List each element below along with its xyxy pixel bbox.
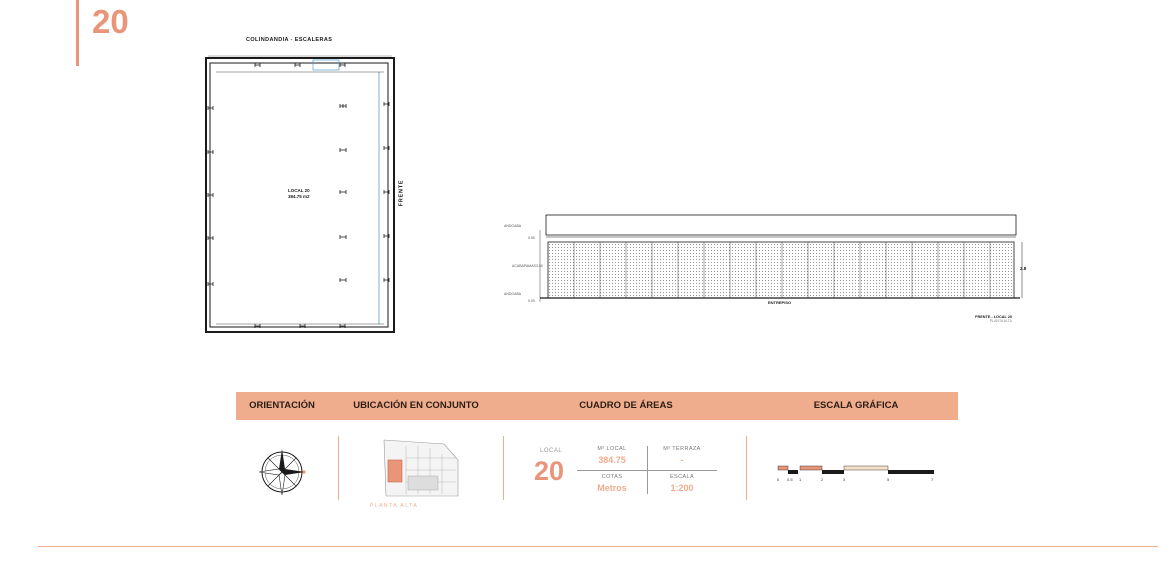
elevation-height-label: 2.8 <box>1020 266 1027 271</box>
elevation-label-5: ANDGABA <box>504 292 522 296</box>
elevation-label-2: 0.50 <box>528 236 535 240</box>
escala-label: ESCALA <box>669 474 695 480</box>
floor-plan <box>205 55 395 333</box>
page-number: 20 <box>76 0 129 66</box>
scale-tick-6: 7 <box>931 477 934 482</box>
sheet-title: FRENTE - LOCAL 20 <box>975 315 1012 319</box>
elevation-ground-label: ENTREPISO <box>768 300 792 305</box>
m2-local-label: M² LOCAL <box>597 446 627 452</box>
header-location: UBICACIÓN EN CONJUNTO <box>353 400 479 411</box>
plan-title: COLINDANDIA - ESCALERAS <box>246 37 333 43</box>
compass-icon <box>258 449 306 496</box>
info-header-bar: ORIENTACIÓN UBICACIÓN EN CONJUNTO CUADRO… <box>236 392 958 420</box>
elevation-label-3: ACABAPAMAS <box>512 264 536 268</box>
location-caption: PLANTA ALTA <box>370 503 419 509</box>
areas-table: M² LOCAL 384.75 M² TERRAZA - COTAS Metro… <box>577 442 717 498</box>
scale-tick-0: 0 <box>777 477 780 482</box>
areas-local-label: LOCAL <box>540 448 563 454</box>
escala-value: 1:200 <box>670 483 694 493</box>
cotas-label: COTAS <box>601 474 623 480</box>
scale-tick-2: 1 <box>799 477 802 482</box>
scale-tick-4: 3 <box>843 477 846 482</box>
area-cell-m2-terrace: M² TERRAZA - <box>647 446 717 465</box>
plan-local-area: 384.75 m2 <box>288 194 310 199</box>
m2-local-value: 384.75 <box>598 455 626 465</box>
scale-bar <box>777 465 934 474</box>
plan-local-name: LOCAL 20 <box>288 188 310 193</box>
elevation-drawing <box>539 214 1023 302</box>
elevation-label-1: ANDGABA <box>504 224 522 228</box>
area-cell-cotas: COTAS Metros <box>577 474 647 493</box>
scale-tick-3: 2 <box>821 477 824 482</box>
scale-tick-5: 5 <box>887 477 890 482</box>
cotas-value: Metros <box>597 483 627 493</box>
sheet-subtitle: PLANTA ALTA <box>989 319 1012 323</box>
sheet-note: FRENTE - LOCAL 20 PLANTA ALTA <box>960 315 1012 323</box>
location-map <box>383 439 459 497</box>
divider-3 <box>746 436 747 500</box>
elevation-label-6: 0.00 <box>528 299 535 303</box>
area-cell-escala: ESCALA 1:200 <box>647 474 717 493</box>
divider-1 <box>338 436 339 500</box>
area-cell-m2-local: M² LOCAL 384.75 <box>577 446 647 465</box>
m2-terrace-value: - <box>680 455 684 465</box>
front-label: FRENTE <box>398 179 405 207</box>
areas-local-number: 20 <box>534 456 565 486</box>
bottom-rule <box>38 546 1158 547</box>
elevation-label-4: 3.00 <box>536 264 543 268</box>
areas-divider-h <box>577 470 717 471</box>
header-scale: ESCALA GRÁFICA <box>813 400 899 411</box>
m2-terrace-label: M² TERRAZA <box>663 446 701 452</box>
divider-2 <box>503 436 504 500</box>
page-number-text: 20 <box>92 3 129 40</box>
scale-tick-1: 0.5 <box>787 477 793 482</box>
plan-local-label: LOCAL 20 384.75 m2 <box>288 188 310 200</box>
header-orientation: ORIENTACIÓN <box>249 400 315 411</box>
header-areas: CUADRO DE ÁREAS <box>579 400 673 411</box>
